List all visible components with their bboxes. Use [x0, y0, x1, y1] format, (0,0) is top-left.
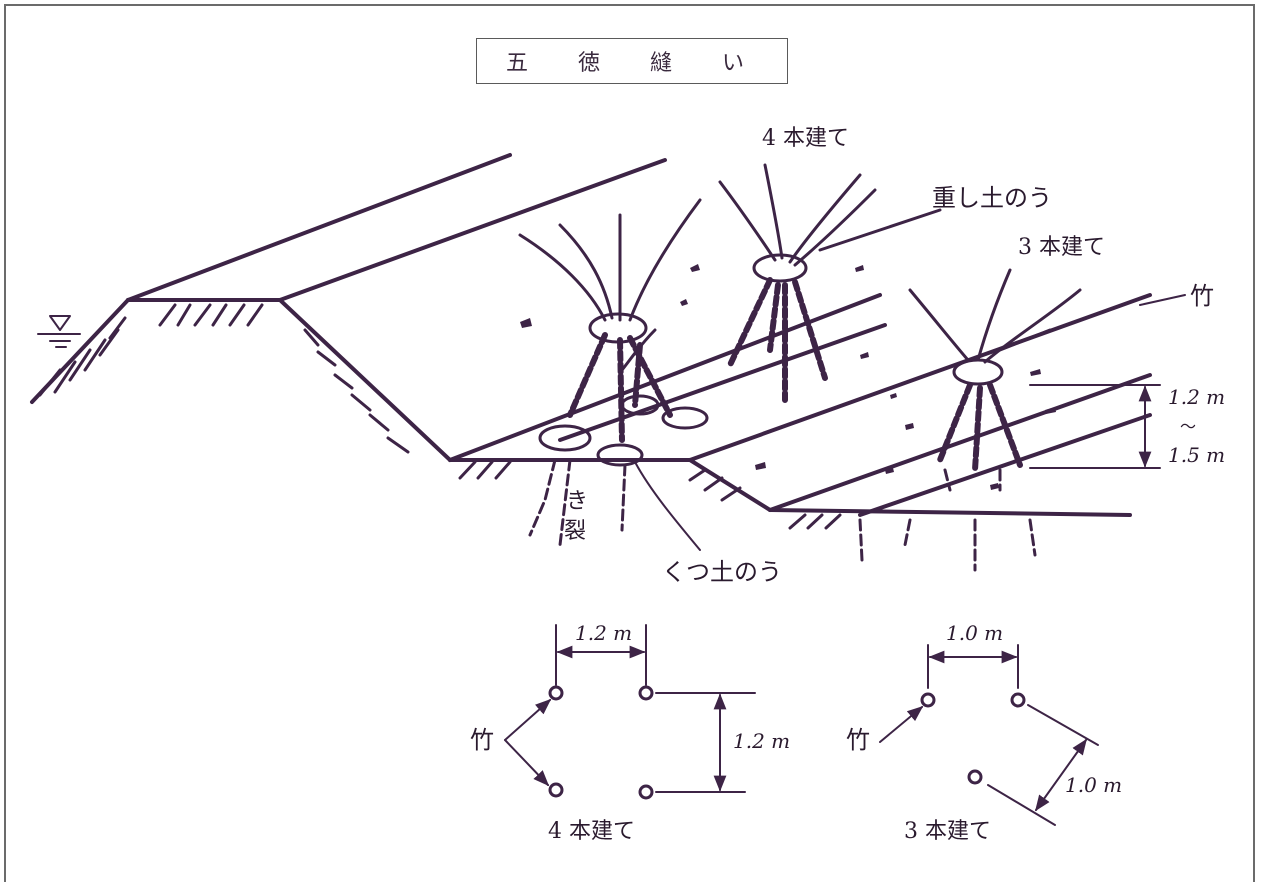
- plan3-dim-side: 1.0 m: [1065, 773, 1122, 797]
- bamboo-tripod-front: [518, 198, 709, 467]
- plan4-dim-width: 1.2 m: [575, 621, 632, 645]
- levee-section: [30, 153, 1152, 517]
- plan4-dim-height: 1.2 m: [733, 729, 790, 753]
- dim-bottom-label: 1.5 m: [1168, 443, 1225, 467]
- label-shoe-bag: くつ土のう: [662, 558, 782, 586]
- label-weight-bag: 重し土のう: [932, 184, 1052, 212]
- page-frame: [4, 4, 1255, 882]
- plan4-caption: 4 本建て: [548, 819, 635, 844]
- label-crack-1: き: [566, 489, 588, 514]
- plan3-bamboo-label: 竹: [846, 726, 870, 754]
- bamboo-3pod-right: [908, 268, 1082, 473]
- label-bamboo: 竹: [1190, 282, 1214, 310]
- label-4pod: 4 本建て: [762, 126, 849, 151]
- plan3-dim-width: 1.0 m: [946, 621, 1003, 645]
- soil-hatching: [38, 303, 842, 530]
- diagram-title: 五 徳 縫 い: [476, 38, 788, 84]
- plan4-bamboo-label: 竹: [470, 726, 494, 754]
- label-3pod: 3 本建て: [1018, 235, 1105, 260]
- plan3-caption: 3 本建て: [904, 819, 991, 844]
- dim-tilde: 〜: [1180, 417, 1196, 436]
- leader-lines: [634, 294, 1186, 551]
- plan-3pod: [879, 644, 1099, 826]
- dim-top-label: 1.2 m: [1168, 385, 1225, 409]
- height-dimension: [1029, 384, 1161, 469]
- bamboo-tripod-rear: [718, 163, 942, 403]
- debris-marks: [520, 264, 1056, 490]
- cracks: [528, 458, 1037, 572]
- label-crack-2: 裂: [564, 519, 586, 544]
- plan-4pod: [504, 624, 756, 800]
- water-level-icon: [37, 315, 81, 348]
